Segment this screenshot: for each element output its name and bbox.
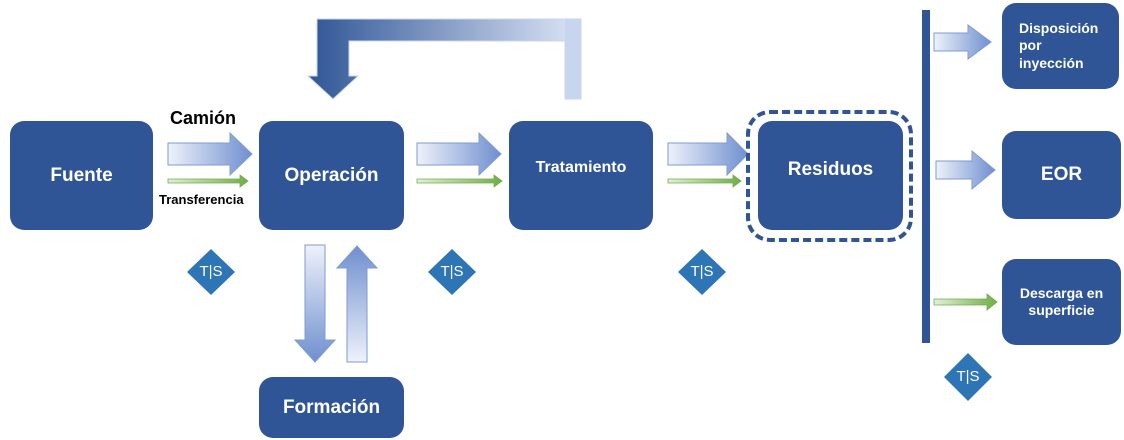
node-descarga: Descarga en superficie [1002, 259, 1121, 345]
ts-diamond-3 [678, 249, 726, 295]
node-disposicion-label: Disposición por inyección [1019, 19, 1099, 71]
arrow-operacion-formacion [293, 244, 337, 363]
arrow-to-disposicion [933, 24, 992, 60]
arrow-to-eor [935, 149, 996, 191]
node-operacion-label: Operación [284, 164, 379, 186]
node-fuente-label: Fuente [50, 164, 113, 186]
label-camion: Camión [170, 108, 237, 128]
arrow-fuente-operacion [167, 131, 253, 177]
node-descarga-label: Descarga en superficie [1019, 284, 1104, 319]
distribution-bar [922, 10, 930, 343]
node-operacion: Operación [259, 121, 404, 230]
node-eor-label: EOR [1040, 164, 1083, 186]
arrow-formacion-operacion [335, 245, 379, 363]
green-arrow-to-descarga [933, 293, 998, 311]
node-fuente: Fuente [10, 121, 153, 230]
ts-label-2: T|S [440, 263, 464, 280]
green-arrow-transferencia [167, 174, 249, 188]
ts-diamond-4 [944, 353, 992, 401]
ts-label-1: T|S [199, 263, 223, 280]
ts-diamond-1 [187, 249, 235, 295]
node-residuos-label: Residuos [787, 158, 874, 180]
ts-label-3: T|S [690, 263, 714, 280]
arrow-tratamiento-residuos [667, 131, 749, 177]
node-tratamiento-label: Tratamiento [535, 158, 627, 176]
label-transferencia: Transferencia [159, 192, 244, 207]
feedback-arrow-riser [565, 19, 581, 99]
feedback-arrow [306, 18, 582, 100]
node-tratamiento: Tratamiento [509, 121, 653, 230]
residuos-dashed-outline [746, 110, 913, 242]
green-arrow-operacion-tratamiento [416, 174, 503, 188]
arrow-operacion-tratamiento [416, 131, 502, 177]
node-eor: EOR [1002, 131, 1121, 219]
green-arrow-tratamiento-residuos [667, 174, 742, 188]
node-formacion: Formación [259, 377, 404, 438]
ts-label-4: T|S [956, 368, 980, 385]
ts-diamond-2 [428, 249, 476, 295]
node-residuos: Residuos [758, 121, 903, 230]
node-formacion-label: Formación [282, 396, 381, 418]
node-disposicion: Disposición por inyección [1002, 3, 1119, 89]
